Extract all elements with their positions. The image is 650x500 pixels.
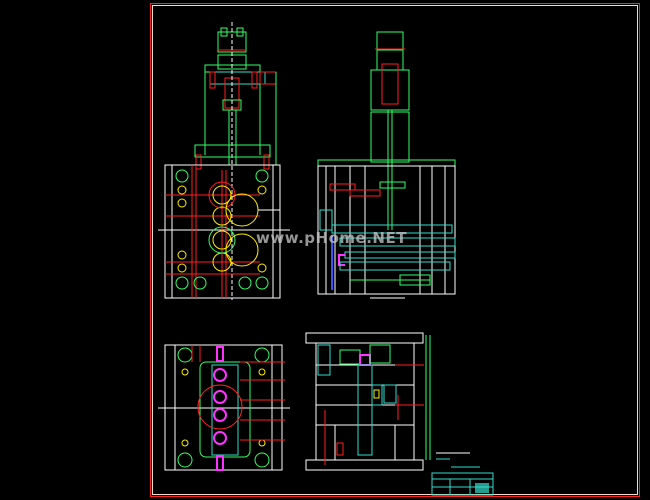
title-block — [431, 452, 494, 496]
section-view — [305, 332, 431, 471]
watermark-text: www.pHome.NET — [256, 229, 407, 247]
plan-view — [158, 344, 290, 471]
drawing-frame — [150, 3, 640, 497]
front-elevation-view — [158, 22, 290, 300]
side-elevation-view — [317, 31, 456, 299]
